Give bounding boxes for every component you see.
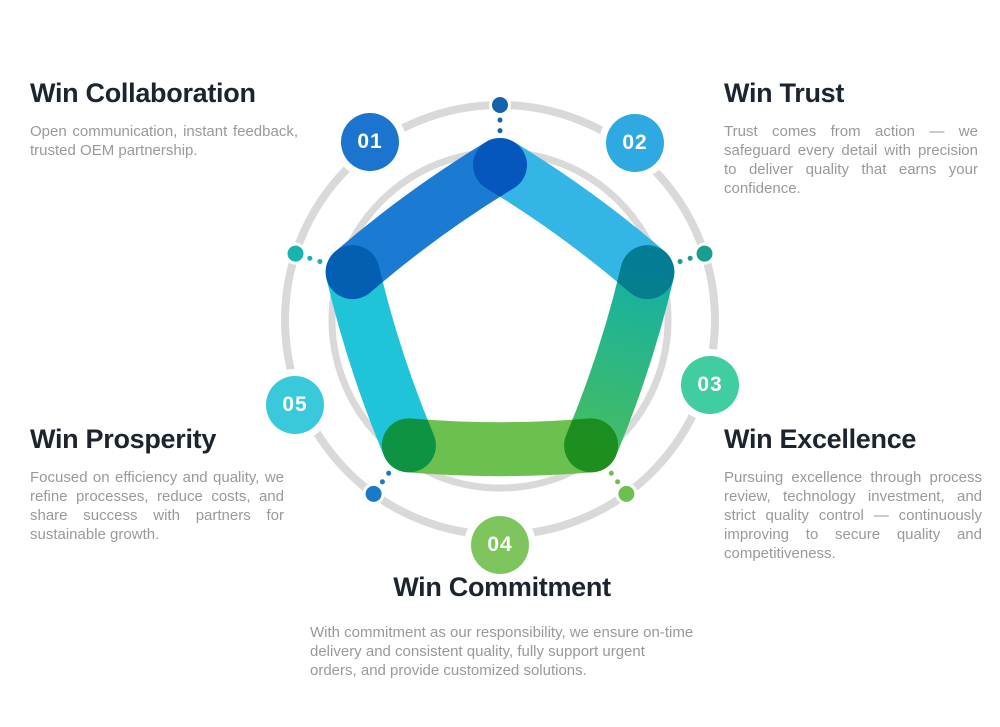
star-band-top-left: [325, 138, 527, 300]
badge-05-number: 05: [282, 393, 308, 416]
section-win-prosperity: Win Prosperity Focused on efficiency and…: [30, 424, 284, 544]
badge-05: 05: [266, 376, 324, 434]
section-title-prosperity: Win Prosperity: [30, 424, 217, 454]
dot-lower-right: [615, 482, 638, 505]
star-band-left: [325, 245, 436, 473]
dot-upper-right: [693, 242, 716, 265]
section-body-excellence: Pursuing excellence through process revi…: [724, 469, 982, 563]
orbit-dots: [284, 94, 716, 505]
star-band-bottom: [381, 418, 619, 477]
star-emblem: [325, 138, 675, 477]
section-title-excellence: Win Excellence: [724, 424, 917, 454]
badge-03: 03: [681, 356, 739, 414]
badge-03-number: 03: [697, 373, 723, 396]
circular-star-diagram: [281, 94, 719, 539]
section-body-commitment: With commitment as our responsibility, w…: [310, 624, 694, 680]
section-win-excellence: Win Excellence Pursuing excellence throu…: [724, 424, 982, 563]
badge-04-number: 04: [487, 533, 513, 556]
section-title-trust: Win Trust: [724, 78, 845, 108]
dot-top: [489, 94, 511, 116]
section-win-trust: Win Trust Trust comes from action — we s…: [724, 78, 978, 198]
section-body-prosperity: Focused on efficiency and quality, we re…: [30, 469, 284, 544]
section-body-collaboration: Open communication, instant feedback, tr…: [30, 123, 298, 160]
badge-01: 01: [341, 113, 399, 171]
dot-upper-left: [284, 242, 307, 265]
section-title-commitment: Win Commitment: [393, 572, 611, 602]
badge-01-number: 01: [357, 130, 383, 153]
section-win-commitment: Win Commitment With commitment as our re…: [310, 572, 694, 680]
badge-02-number: 02: [622, 131, 648, 154]
dot-lower-left: [362, 482, 385, 505]
badge-04: 04: [471, 516, 529, 574]
star-band-top-right: [473, 138, 675, 300]
section-title-collaboration: Win Collaboration: [30, 78, 256, 108]
badge-02: 02: [606, 114, 664, 172]
section-body-trust: Trust comes from action — we safeguard e…: [724, 123, 978, 198]
section-win-collaboration: Win Collaboration Open communication, in…: [30, 78, 298, 160]
